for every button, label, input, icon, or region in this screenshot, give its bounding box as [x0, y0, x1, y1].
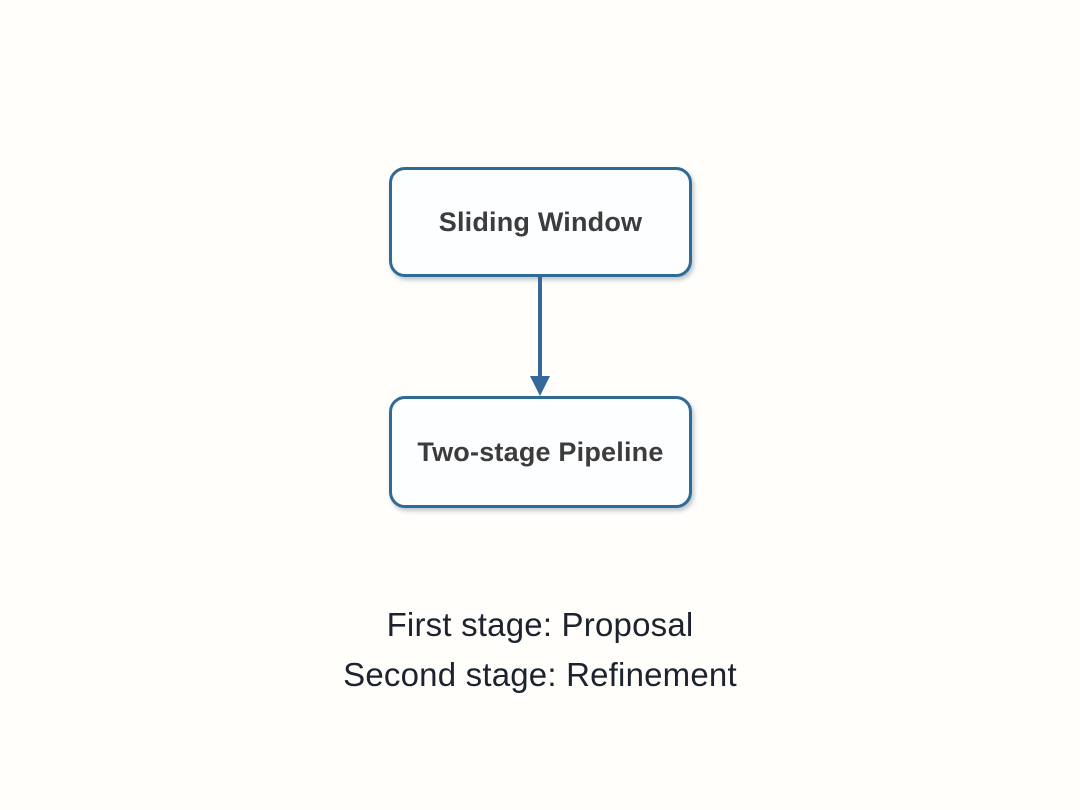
down-arrow-icon [530, 277, 550, 396]
node-sliding-window-label: Sliding Window [438, 206, 643, 237]
node-two-stage-pipeline: Two-stage Pipeline [389, 396, 692, 508]
node-two-stage-pipeline-label: Two-stage Pipeline [417, 436, 664, 467]
caption-line-2: Second stage: Refinement [343, 656, 737, 693]
caption: First stage: Proposal Second stage: Refi… [0, 600, 1080, 700]
caption-line-1: First stage: Proposal [386, 606, 694, 643]
node-sliding-window: Sliding Window [389, 167, 692, 277]
